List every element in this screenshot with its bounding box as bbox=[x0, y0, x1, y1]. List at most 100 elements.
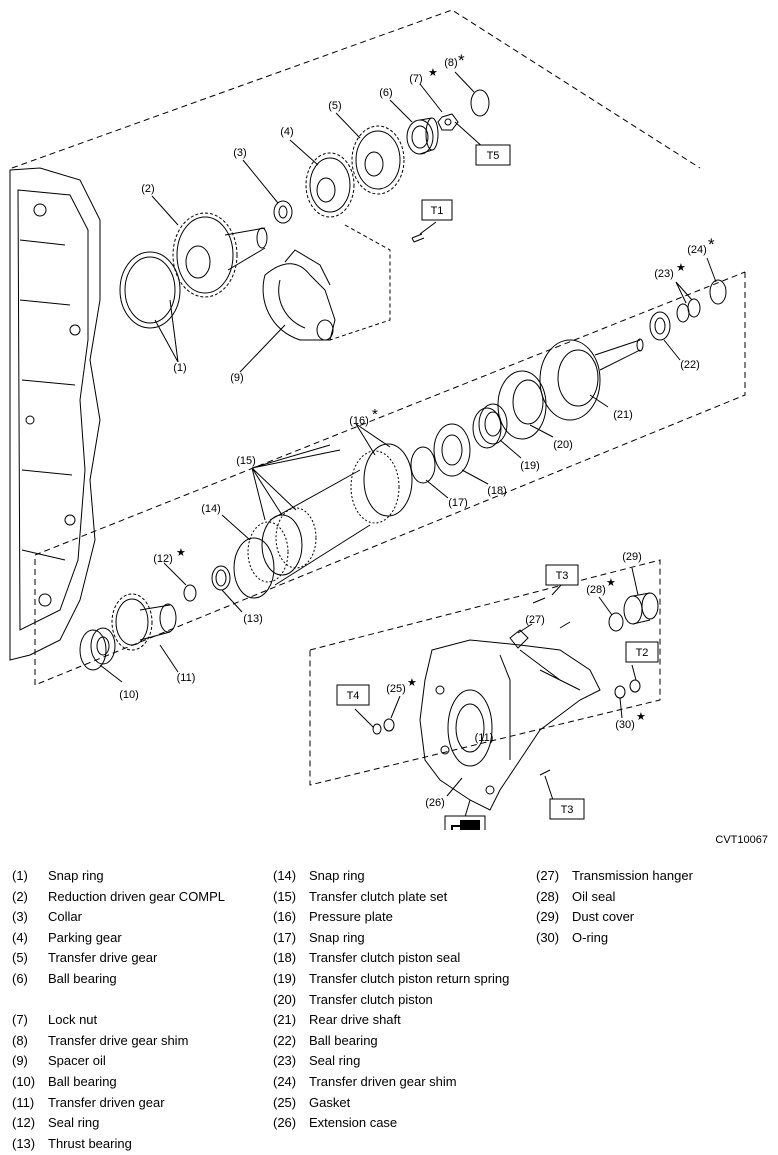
legend-part-name: Gasket bbox=[309, 1094, 351, 1110]
spec-box-t2 bbox=[625, 641, 659, 663]
spec-box-t3-lower bbox=[549, 798, 585, 820]
spec-box-t4 bbox=[336, 684, 370, 706]
rear-drive-shaft bbox=[539, 338, 644, 421]
legend-part-number: (21) bbox=[273, 1012, 297, 1028]
spacer-oil bbox=[262, 249, 336, 341]
callout-3: (3) bbox=[233, 147, 246, 159]
legend-part-name: Transfer driven gear bbox=[48, 1094, 165, 1110]
legend-row: (10)Ball bearing bbox=[12, 1072, 262, 1093]
spec-label-t1: T1 bbox=[431, 205, 444, 217]
transfer-clutch-piston-return-spring bbox=[472, 403, 508, 449]
reduction-driven-gear bbox=[172, 212, 268, 298]
legend-part-number: (26) bbox=[273, 1115, 297, 1131]
legend-part-name: Seal ring bbox=[309, 1053, 361, 1069]
legend-part-number: (28) bbox=[536, 888, 560, 904]
legend-part-name: Transfer driven gear shim bbox=[309, 1073, 457, 1089]
legend-part-name: Transfer drive gear shim bbox=[48, 1032, 189, 1048]
legend-part-number: (13) bbox=[12, 1135, 36, 1151]
legend-part-name: Oil seal bbox=[572, 888, 616, 904]
legend-row: (6)Ball bearing bbox=[12, 969, 262, 990]
callout-25: (25) bbox=[386, 683, 406, 695]
ball-bearing-22 bbox=[649, 311, 671, 341]
legend-row: (1)Snap ring bbox=[12, 866, 262, 887]
callout-22: (22) bbox=[680, 359, 700, 371]
callout-7: (7) bbox=[409, 73, 422, 85]
snap-ring-17 bbox=[410, 446, 436, 484]
upper-group-outline bbox=[11, 9, 701, 169]
leader-lines bbox=[99, 71, 717, 818]
parts-legend-column-1: (1)Snap ring(2)Reduction driven gear COM… bbox=[12, 866, 262, 1154]
callout-19: (19) bbox=[520, 460, 540, 472]
oil-seal bbox=[608, 612, 624, 632]
transfer-driven-gear-shim bbox=[709, 279, 727, 305]
transmission-hanger bbox=[509, 629, 529, 649]
legend-part-number: (18) bbox=[273, 950, 297, 966]
callout-27: (27) bbox=[525, 614, 545, 626]
legend-row: (8) Transfer drive gear shim bbox=[12, 1031, 262, 1052]
figure-id: CVT10067 bbox=[715, 834, 768, 846]
transfer-clutch-piston-seal bbox=[433, 423, 471, 477]
legend-part-name: Ball bearing bbox=[48, 970, 117, 986]
legend-row: (9)Spacer oil bbox=[12, 1051, 262, 1072]
lower-group-outline bbox=[309, 559, 661, 786]
callout-26: (26) bbox=[425, 797, 445, 809]
legend-part-name: Transfer drive gear bbox=[48, 950, 158, 966]
collar bbox=[273, 200, 293, 224]
legend-part-name bbox=[48, 990, 262, 1011]
legend-row: (11) Transfer driven gear bbox=[12, 1093, 262, 1114]
legend-row: (4) Parking gear bbox=[12, 928, 262, 949]
callout-1: (1) bbox=[173, 362, 186, 374]
legend-part-number: (11) bbox=[12, 1094, 35, 1110]
lock-nut bbox=[437, 113, 459, 131]
legend-part-number: (1) bbox=[12, 868, 28, 883]
legend-row: (29)Dust cover bbox=[536, 907, 771, 928]
legend-part-number: (14) bbox=[273, 868, 297, 883]
spec-label-t3-upper: T3 bbox=[556, 570, 569, 582]
spacer-group-outline bbox=[329, 224, 391, 341]
thrust-bearing bbox=[211, 565, 231, 591]
legend-part-number: (24) bbox=[273, 1073, 297, 1089]
legend-part-name: Transfer clutch piston seal bbox=[309, 950, 461, 966]
legend-part-number: (16) bbox=[273, 909, 297, 925]
sealant-icon bbox=[451, 820, 480, 830]
legend-row: (3) Collar bbox=[12, 907, 262, 928]
spec-box-t3-upper bbox=[545, 564, 579, 586]
exploded-view-diagram: T1 T5 T3 T2 T4 T3 (1) (2) (3) (4) (5) (6… bbox=[9, 9, 746, 830]
callout-13: (13) bbox=[243, 613, 263, 625]
legend-part-name: Rear drive shaft bbox=[309, 1012, 401, 1028]
legend-row: (7)Lock nut bbox=[12, 1010, 262, 1031]
legend-part-name: Pressure plate bbox=[309, 909, 393, 925]
legend-part-name: Dust cover bbox=[572, 909, 635, 925]
legend-part-name: Transfer clutch plate set bbox=[309, 888, 448, 904]
callout-18: (18) bbox=[487, 485, 507, 497]
extension-case bbox=[419, 639, 601, 811]
middle-group-outline bbox=[34, 271, 746, 686]
parts-legend-column-2: (14)Snap ring(15)Transfer clutch plate s… bbox=[273, 866, 523, 1134]
legend-part-name: Collar bbox=[48, 909, 82, 925]
callout-11: (11) bbox=[177, 672, 196, 684]
legend-row: (30)O-ring bbox=[536, 928, 771, 949]
legend-part-number: (3) bbox=[12, 909, 28, 925]
star-mark-28: ★ bbox=[606, 577, 616, 589]
legend-row: (12)Seal ring bbox=[12, 1113, 262, 1134]
legend-part-number: (9) bbox=[12, 1053, 28, 1069]
o-ring bbox=[614, 685, 626, 699]
star-mark-7: ★ bbox=[428, 67, 438, 79]
snap-ring-14 bbox=[233, 537, 275, 599]
asterisk-mark-16: * bbox=[372, 406, 378, 423]
legend-part-name: Parking gear bbox=[48, 929, 122, 945]
transfer-driven-gear bbox=[111, 593, 177, 651]
legend-part-name: Ball bearing bbox=[48, 1073, 117, 1089]
callout-9: (9) bbox=[230, 372, 243, 384]
legend-part-name: Snap ring bbox=[309, 929, 365, 945]
legend-row: (18) Transfer clutch piston seal bbox=[273, 948, 523, 969]
parts-legend-column-3: (27)Transmission hanger(28)Oil seal(29)D… bbox=[536, 866, 771, 948]
legend-part-number: (2) bbox=[12, 888, 28, 904]
legend-part-number: (8) bbox=[12, 1032, 28, 1048]
transmission-case bbox=[9, 167, 101, 661]
legend-part-number: (4) bbox=[12, 929, 28, 945]
bolt-t3-upper bbox=[532, 597, 571, 629]
legend-part-name: Thrust bearing bbox=[48, 1135, 132, 1151]
callout-6: (6) bbox=[379, 87, 392, 99]
callout-5: (5) bbox=[328, 100, 341, 112]
